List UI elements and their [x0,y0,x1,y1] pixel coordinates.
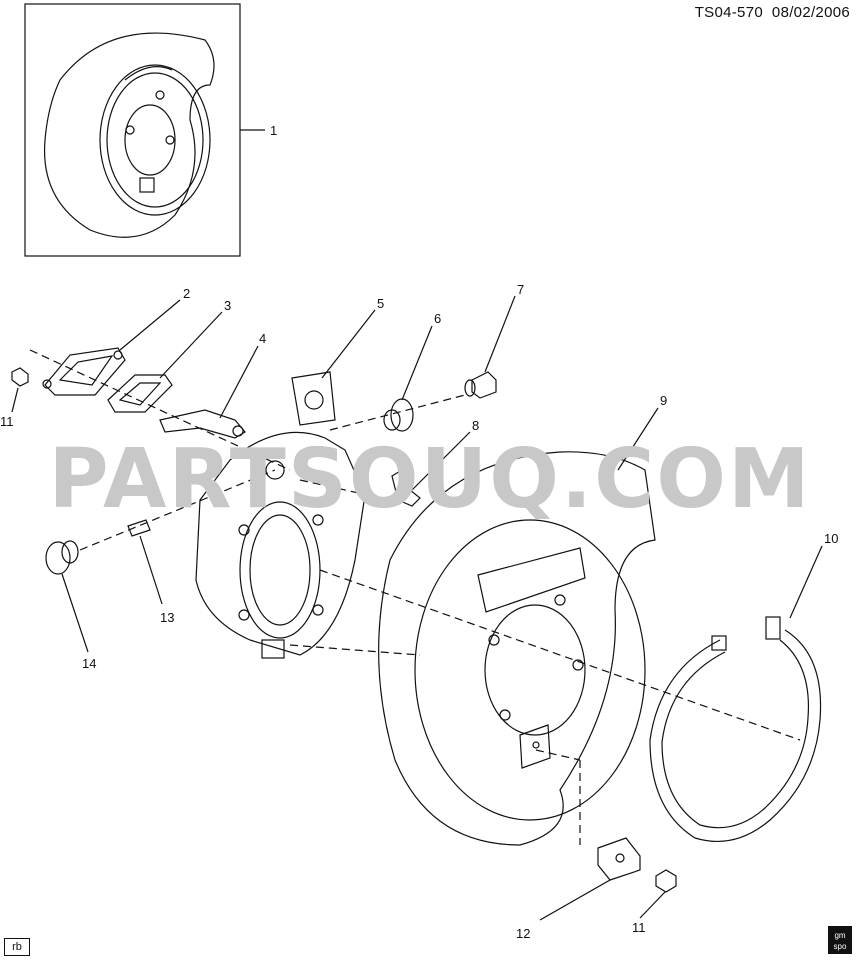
callout-11-upper: 11 [0,414,14,429]
callout-13: 13 [160,610,174,625]
part-2-gasket [42,347,126,396]
part-6-adjuster [383,398,414,432]
part-1-inset-assembly [43,32,215,238]
part-8-clip [391,469,421,507]
callout-14: 14 [82,656,96,671]
callout-labels: 1 2 3 4 5 6 7 8 9 10 11 12 13 14 11 [0,123,838,941]
inset-frame [24,3,241,257]
callout-4: 4 [259,331,266,346]
diagram-header: TS04-570 08/02/2006 [695,4,850,21]
part-10-brake-shoe [649,616,822,843]
callout-10: 10 [824,531,838,546]
part-9-backing-plate [378,451,656,846]
part-7-bolt [464,371,497,399]
assembly-centerlines [29,349,801,845]
part-14-plug [45,540,79,575]
callout-3: 3 [224,298,231,313]
corner-tag: rb [4,938,30,956]
callout-12: 12 [516,926,530,941]
callout-7: 7 [517,282,524,297]
gm-spo-logo: gm spo [828,926,852,954]
callout-leaders [11,129,823,921]
callout-2: 2 [183,286,190,301]
callout-9: 9 [660,393,667,408]
callout-11-lower: 11 [632,920,646,935]
part-13-pin [127,519,151,537]
part-4-lever [159,409,246,439]
callout-6: 6 [434,311,441,326]
callout-5: 5 [377,296,384,311]
doc-code: TS04-570 [694,4,763,21]
part-3-seal [107,374,173,413]
doc-date: 08/02/2006 [771,4,850,21]
part-11-bolt-upper [11,367,29,387]
callout-8: 8 [472,418,479,433]
part-12-bracket [597,837,641,881]
callout-1: 1 [270,123,277,138]
part-11-bolt-lower [655,869,677,893]
